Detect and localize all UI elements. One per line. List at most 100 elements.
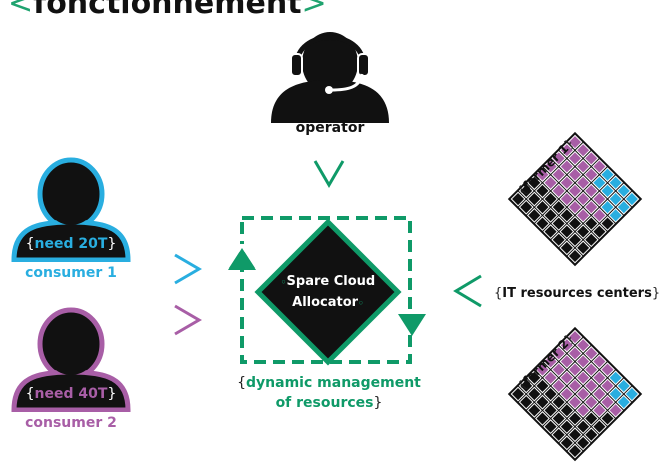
grid-cell: [608, 386, 624, 402]
grid-cell: [535, 362, 550, 378]
grid-cell: [543, 159, 559, 174]
grid-cell: [575, 354, 591, 369]
grid-cell: [575, 386, 591, 402]
grid-cell: [600, 378, 615, 394]
grid-cell: [526, 370, 542, 386]
grid-cell: [583, 411, 599, 426]
grid-cell: [591, 191, 607, 207]
grid-cell: [583, 183, 599, 199]
allocator-diagram: [228, 216, 426, 366]
consumer-1-arrow: [174, 253, 202, 285]
grid-cell: [624, 386, 640, 402]
grid-cell: [567, 167, 583, 183]
grid-cell: [567, 248, 583, 264]
grid-cell: [567, 378, 583, 394]
grid-cell: [600, 199, 615, 215]
grid-cell: [608, 175, 624, 191]
grid-cell: [551, 199, 567, 215]
grid-cell: [551, 394, 567, 410]
grid-cell: [543, 386, 559, 402]
grid-cell: [535, 216, 550, 231]
grid-cell: [583, 199, 599, 215]
consumer-2-label: consumer 2: [25, 415, 117, 431]
grid-cell: [567, 427, 583, 443]
grid-cell: [543, 175, 559, 191]
grid-cell: [616, 183, 632, 199]
grid-cell: [591, 224, 607, 240]
grid-cell: [518, 199, 534, 215]
grid-cell: [551, 183, 567, 199]
grid-cell: [559, 207, 575, 223]
grid-cell: [535, 167, 550, 183]
grid-cell: [567, 134, 583, 150]
consumer-2-avatar: [11, 307, 131, 412]
grid-cell: [583, 378, 599, 394]
consumer-1-label: consumer 1: [25, 265, 117, 281]
grid-cell: [591, 207, 607, 223]
grid-cell: [559, 337, 575, 353]
grid-cell: [608, 370, 624, 386]
farmer-1: {farmer 1}: [505, 130, 645, 274]
grid-cell: [526, 386, 542, 402]
grid-cell: [551, 167, 567, 183]
grid-cell: [543, 207, 559, 223]
consumer-2-arrow: [174, 304, 202, 336]
grid-cell: [575, 159, 591, 174]
grid-cell: [591, 354, 607, 369]
grid-cell: [543, 224, 559, 240]
grid-cell: [616, 199, 632, 215]
grid-cell: [559, 370, 575, 386]
it-centers-label: {IT resources centers}: [494, 286, 660, 301]
grid-cell: [583, 150, 599, 166]
grid-cell: [567, 329, 583, 345]
grid-cell: [551, 362, 567, 378]
grid-cell: [591, 419, 607, 435]
grid-cell: [551, 427, 567, 443]
grid-cell: [559, 159, 575, 174]
grid-cell: [551, 411, 567, 426]
grid-cell: [624, 191, 640, 207]
grid-cell: [559, 419, 575, 435]
grid-cell: [510, 386, 526, 402]
grid-cell: [583, 216, 599, 231]
grid-cell: [559, 402, 575, 418]
grid-cell: [600, 362, 615, 378]
consumer-2-need: {need 40T}: [25, 386, 117, 402]
grid-cell: [608, 191, 624, 207]
grid-cell: [551, 216, 567, 231]
grid-cell: [583, 427, 599, 443]
grid-cell: [575, 142, 591, 158]
grid-cell: [559, 224, 575, 240]
grid-cell: [543, 191, 559, 207]
grid-cell: [567, 150, 583, 166]
allocator-label: ◦Spare Cloud Allocator◦: [258, 272, 398, 314]
grid-cell: [591, 159, 607, 174]
allocator-line-2: Allocator◦: [292, 295, 364, 310]
grid-cell: [608, 402, 624, 418]
grid-cell: [551, 378, 567, 394]
allocator-line-1: ◦Spare Cloud: [280, 274, 376, 289]
grid-cell: [518, 183, 534, 199]
grid-cell: [567, 411, 583, 426]
grid-cell: [526, 402, 542, 418]
grid-cell: [567, 362, 583, 378]
grid-cell: [567, 199, 583, 215]
grid-cell: [535, 183, 550, 199]
management-label: {dynamic management of resources}: [237, 375, 421, 411]
grid-cell: [616, 378, 632, 394]
grid-cell: [575, 191, 591, 207]
grid-cell: [567, 183, 583, 199]
grid-cell: [551, 150, 567, 166]
grid-cell: [600, 216, 615, 231]
grid-cell: [575, 402, 591, 418]
grid-cell: [559, 240, 575, 256]
grid-cell: [526, 175, 542, 191]
grid-cell: [535, 394, 550, 410]
grid-cell: [543, 370, 559, 386]
grid-cell: [559, 354, 575, 369]
farmer-1-grid: [507, 131, 643, 267]
grid-cell: [616, 394, 632, 410]
grid-cell: [567, 394, 583, 410]
grid-cell: [575, 207, 591, 223]
operator-headset-icon: [271, 32, 389, 123]
